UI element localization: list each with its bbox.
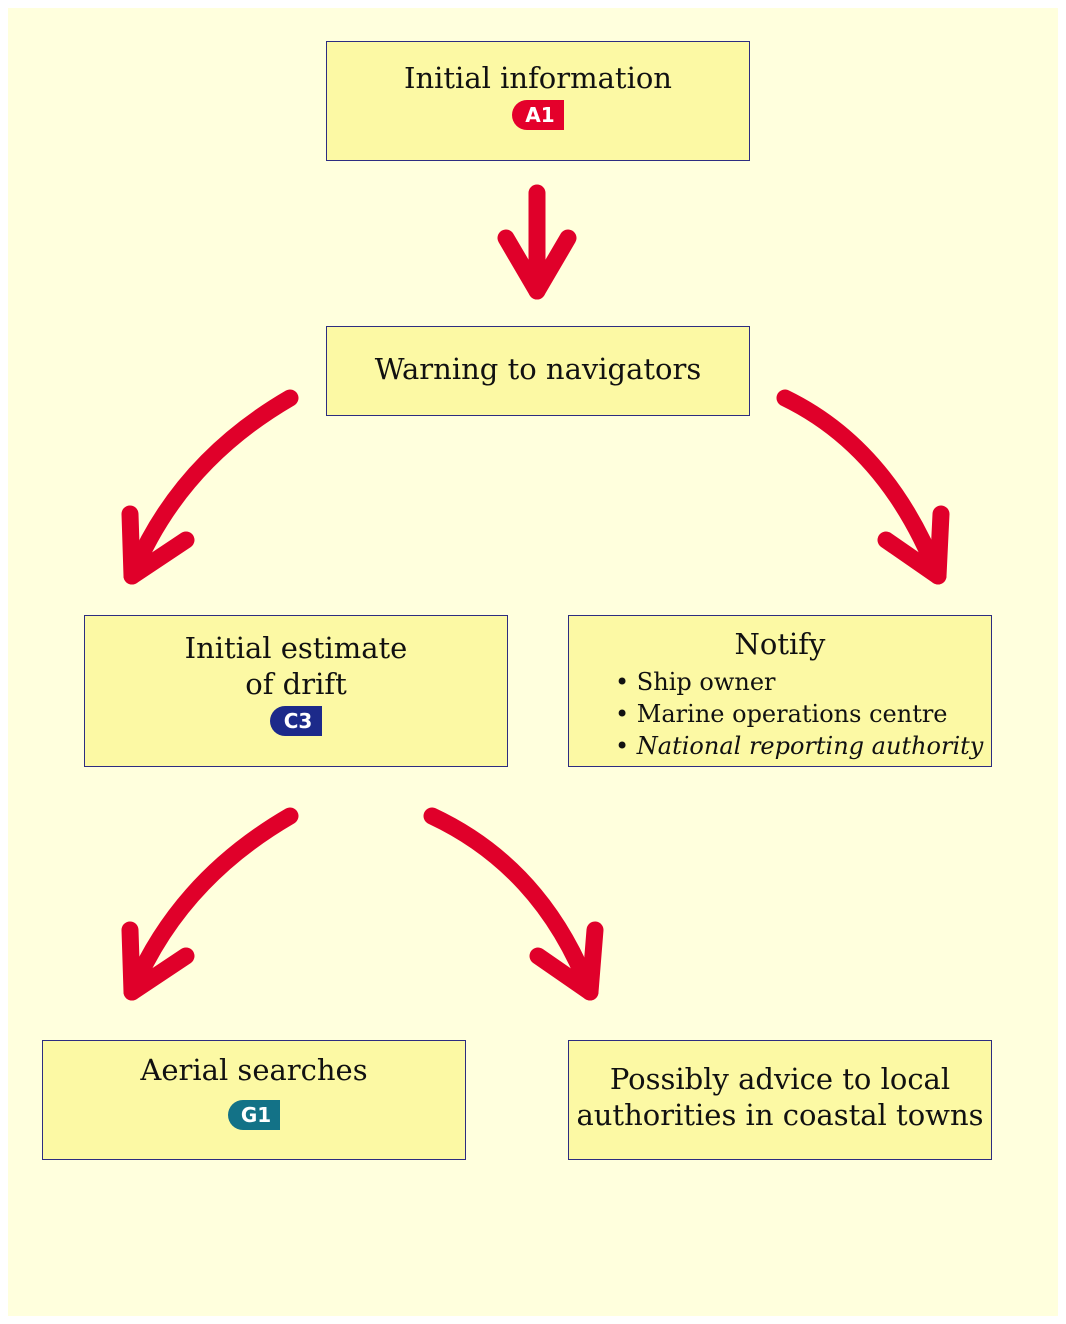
arrow-warning-to-notify	[776, 389, 950, 585]
badge-a1: A1	[512, 100, 564, 130]
badge-g1-label: G1	[240, 1103, 272, 1127]
badge-c3-label: C3	[283, 709, 313, 733]
node-advice-to-local-authorities: Possibly advice to local authorities in …	[568, 1040, 992, 1160]
arrow-estimate-to-advice	[423, 807, 604, 1001]
arrow-info-to-warning	[497, 184, 577, 300]
diagram-canvas: Initial information A1 Warning to naviga…	[8, 8, 1058, 1316]
node-aerial-label: Aerial searches	[140, 1053, 368, 1087]
notify-item-ship-owner: Ship owner	[615, 666, 991, 698]
notify-list: Ship owner Marine operations centre Nati…	[569, 666, 991, 762]
badge-g1: G1	[228, 1100, 280, 1130]
node-warning-label: Warning to navigators	[374, 352, 702, 386]
badge-a1-label: A1	[525, 103, 555, 127]
node-warning-to-navigators: Warning to navigators	[326, 326, 750, 416]
node-notify: Notify Ship owner Marine operations cent…	[568, 615, 992, 767]
node-advice-label-line2: authorities in coastal towns	[576, 1098, 984, 1132]
node-notify-label: Notify	[734, 627, 826, 661]
node-aerial-searches: Aerial searches G1	[42, 1040, 466, 1160]
node-initial-information: Initial information A1	[326, 41, 750, 161]
node-initial-estimate-of-drift: Initial estimate of drift C3	[84, 615, 508, 767]
badge-c3: C3	[270, 706, 322, 736]
node-estimate-label-line2: of drift	[245, 667, 347, 701]
notify-item-national-reporting-authority: National reporting authority	[615, 730, 991, 762]
node-advice-label-line1: Possibly advice to local	[609, 1062, 951, 1096]
node-initial-information-label: Initial information	[404, 61, 672, 95]
arrows-layer	[121, 184, 950, 1001]
notify-item-marine-operations-centre: Marine operations centre	[615, 698, 991, 730]
arrow-warning-to-estimate	[121, 389, 299, 585]
arrow-estimate-to-aerial	[121, 807, 299, 1001]
node-estimate-label-line1: Initial estimate	[184, 631, 408, 665]
